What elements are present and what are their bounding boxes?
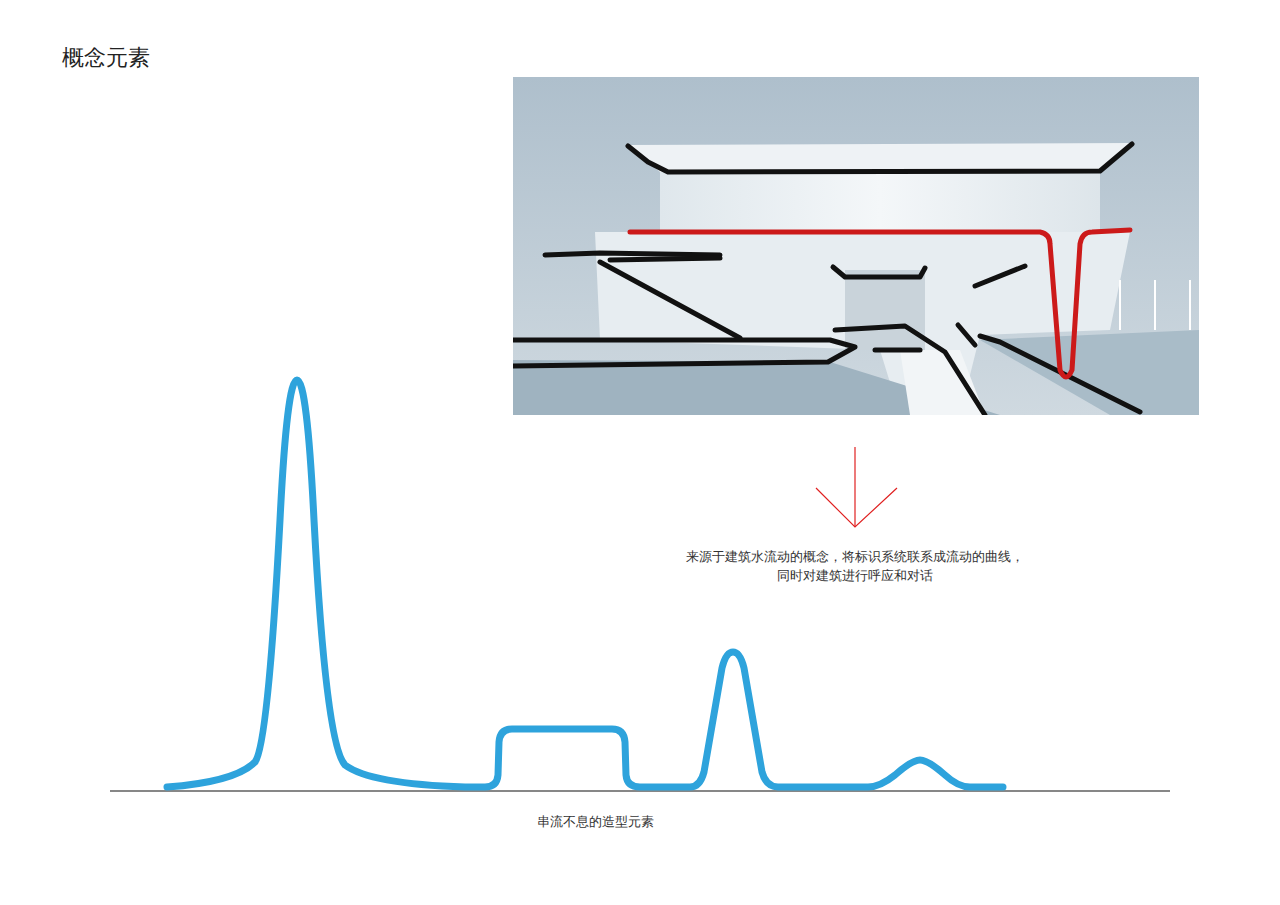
curve-caption: 串流不息的造型元素 xyxy=(537,813,654,832)
flow-curve xyxy=(167,380,1003,787)
baseline xyxy=(110,790,1170,791)
concept-note: 来源于建筑水流动的概念，将标识系统联系成流动的曲线， 同时对建筑进行呼应和对话 xyxy=(680,548,1030,586)
down-arrow xyxy=(816,447,897,527)
building-render xyxy=(513,77,1199,415)
page-title: 概念元素 xyxy=(62,44,150,73)
